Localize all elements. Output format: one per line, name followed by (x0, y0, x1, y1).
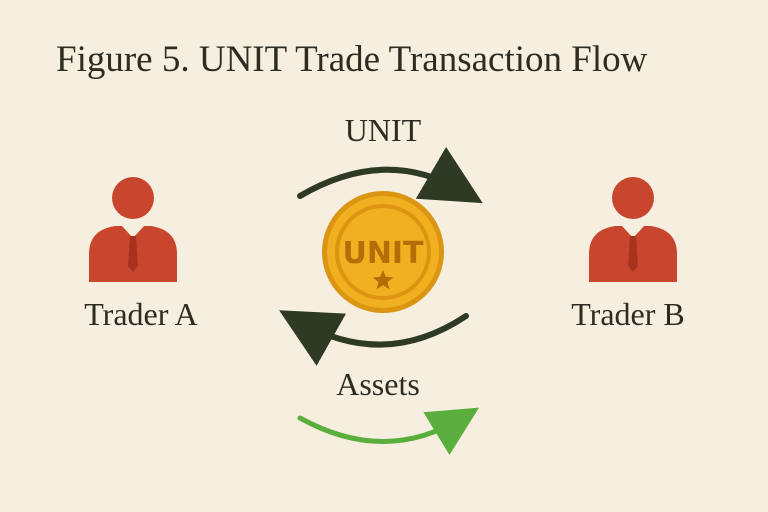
trader-b-label: Trader B (571, 296, 685, 332)
coin-label: UNIT (342, 236, 424, 271)
trader-a-person-icon (89, 177, 177, 282)
unit-flow-label: UNIT (344, 112, 422, 148)
unit-flow-arrow (297, 146, 483, 204)
return-flow-arrow (279, 310, 469, 366)
trader-a-label: Trader A (84, 296, 198, 332)
star-icon (372, 270, 394, 290)
figure-title: Figure 5. UNIT Trade Transaction Flow (56, 39, 648, 80)
assets-flow-arrow (297, 407, 480, 455)
trader-b-person-icon (589, 177, 677, 282)
unit-coin: UNIT (322, 191, 444, 313)
assets-flow-label: Assets (336, 366, 420, 402)
